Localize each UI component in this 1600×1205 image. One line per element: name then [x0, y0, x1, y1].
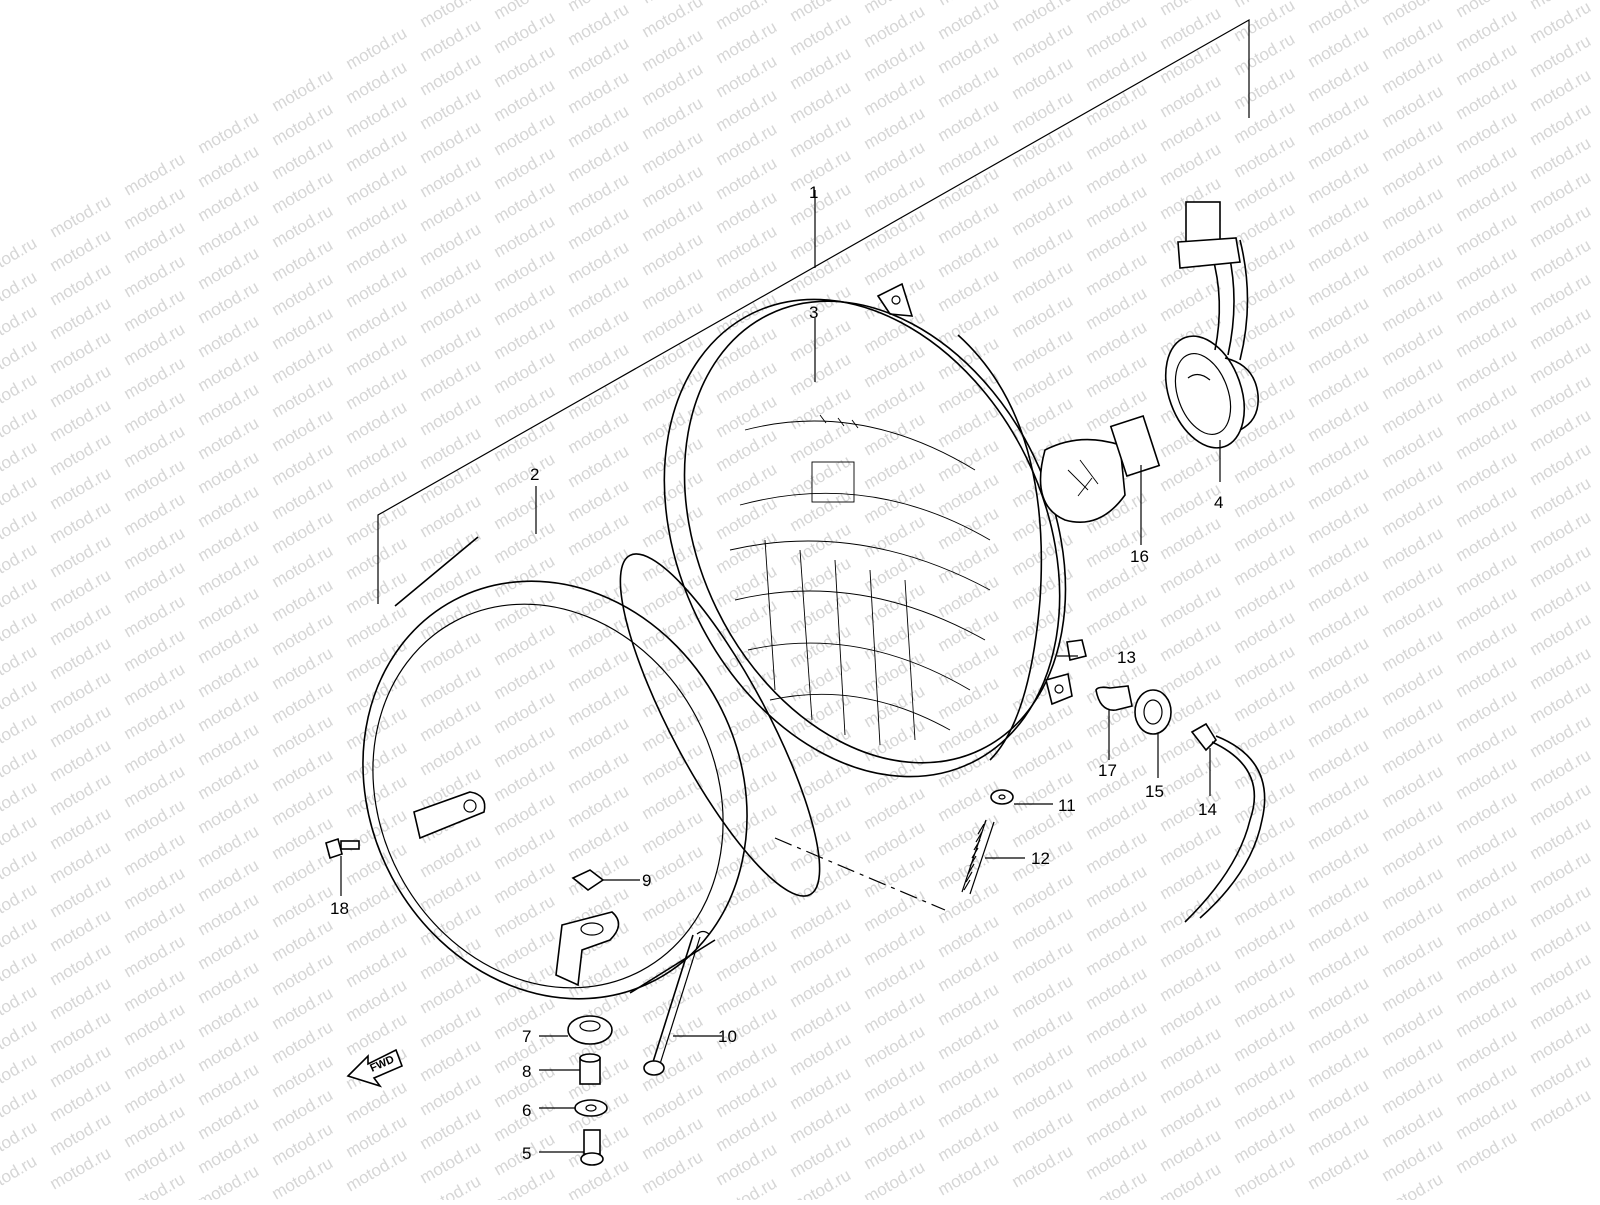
headlight-bulb: [1039, 415, 1161, 524]
callout-18: 18: [330, 899, 349, 918]
small-parts: [325, 639, 1266, 1166]
callout-9: 9: [642, 871, 651, 890]
callout-5: 5: [522, 1144, 531, 1163]
callout-labels: 1 2 3 4 5 6 7 8 9 10 11 12 13 14 15 16 1…: [330, 183, 1223, 1163]
watermark-text: motod.ru: [0, 1151, 40, 1200]
headlamp-rim: [362, 536, 821, 1000]
callout-8: 8: [522, 1062, 531, 1081]
headlamp-lens-unit: [663, 282, 1073, 778]
callout-7: 7: [522, 1027, 531, 1046]
callout-10: 10: [718, 1027, 737, 1046]
callout-2: 2: [530, 465, 539, 484]
callout-14: 14: [1198, 800, 1217, 819]
callout-3: 3: [809, 303, 818, 322]
callout-6: 6: [522, 1101, 531, 1120]
callout-16: 16: [1130, 547, 1149, 566]
leader-lines: [340, 318, 1221, 1153]
callout-15: 15: [1145, 782, 1164, 801]
bulb-socket-harness: [1164, 201, 1259, 449]
callout-1: 1: [809, 183, 818, 202]
callout-11: 11: [1058, 796, 1076, 815]
callout-13: 13: [1117, 648, 1136, 667]
callout-12: 12: [1031, 849, 1050, 868]
callout-17: 17: [1098, 761, 1117, 780]
assembly-bracket: [377, 18, 1250, 604]
callout-4: 4: [1214, 493, 1223, 512]
